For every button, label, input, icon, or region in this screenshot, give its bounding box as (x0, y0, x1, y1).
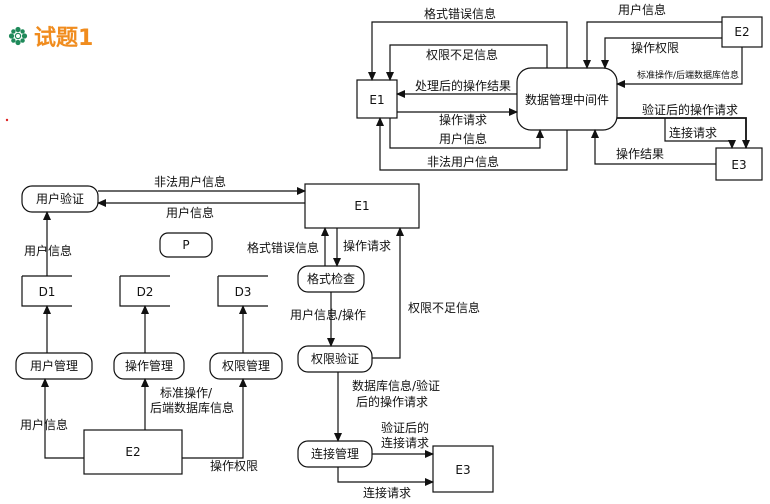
title-row: 试题1 (8, 20, 93, 52)
flow-user-info-mid-label: 用户信息 (439, 131, 487, 146)
flow-d1-user-verify-label: 用户信息 (24, 243, 72, 258)
d1-label: D1 (39, 285, 56, 299)
flow-op-result-label: 操作结果 (616, 146, 664, 161)
flow-user-info-mid (389, 118, 544, 149)
op-mgmt-label: 操作管理 (125, 358, 173, 373)
flow-bottom-illegal-user-label: 非法用户信息 (154, 174, 226, 189)
flow-verified-request-label: 验证后的操作请求 (642, 102, 738, 117)
flow-format-check-e1-label: 格式错误信息 (247, 240, 319, 255)
p-label: P (182, 238, 189, 252)
flow-perm-denied-label: 权限不足信息 (408, 300, 480, 315)
flow-connect-request-label: 连接请求 (669, 125, 717, 140)
flow-perm-conn-label-2: 后的操作请求 (356, 394, 428, 409)
bottom-e3-box (432, 445, 494, 493)
top-e2-box (721, 16, 763, 48)
flow-op-permission (601, 37, 722, 69)
d2-label: D2 (137, 285, 154, 299)
op-mgmt-box (113, 352, 185, 380)
flow-user-info-top-label: 用户信息 (618, 2, 666, 17)
flow-illegal-user (376, 117, 568, 171)
flow-format-perm-label: 用户信息/操作 (290, 307, 366, 322)
bottom-e1-box (304, 183, 420, 229)
flow-conn-e3-label-1: 验证后的 (381, 420, 429, 435)
flow-op-result (591, 129, 716, 165)
flow-e2-perm-mgmt (182, 378, 247, 459)
d3-store (217, 275, 268, 307)
user-mgmt-box (15, 352, 93, 380)
flow-e2-user-mgmt (41, 378, 84, 459)
bottom-e1-label: E1 (354, 199, 369, 213)
flow-connect-request (664, 118, 736, 149)
top-e3-label: E3 (731, 158, 746, 172)
bottom-e2-label: E2 (125, 445, 140, 459)
bottom-e3-label: E3 (455, 463, 470, 477)
flow-permission-denied (386, 44, 548, 81)
top-e2-label: E2 (734, 25, 749, 39)
perm-verify-label: 权限验证 (311, 351, 359, 366)
flow-bottom-user-info-label: 用户信息 (166, 205, 214, 220)
p-box (159, 232, 213, 258)
user-verify-label: 用户验证 (36, 191, 84, 206)
flow-conn-e3-bottom-label: 连接请求 (363, 485, 411, 500)
flow-perm-conn-label-1: 数据库信息/验证 (352, 378, 440, 393)
flow-permission-denied-label: 权限不足信息 (426, 47, 498, 62)
flow-perm-denied (372, 227, 404, 359)
flow-format-error (368, 21, 568, 81)
user-mgmt-label: 用户管理 (30, 358, 78, 373)
d3-label: D3 (235, 285, 252, 299)
perm-mgmt-label: 权限管理 (222, 358, 270, 373)
bottom-e2-box (83, 429, 183, 475)
flow-processed-result-label: 处理后的操作结果 (415, 78, 511, 93)
top-e3-box (715, 147, 763, 181)
flow-e2-perm-mgmt-label: 操作权限 (210, 458, 258, 473)
format-check-label: 格式检查 (307, 271, 355, 286)
middleware-label: 数据管理中间件 (525, 92, 609, 107)
conn-mgmt-label: 连接管理 (311, 446, 359, 461)
flower-icon (8, 26, 28, 46)
flow-conn-e3-bottom (337, 467, 434, 486)
flow-e2-op-mgmt-label-2: 后端数据库信息 (150, 400, 234, 415)
top-e1-box (356, 79, 398, 119)
flow-format-error-label: 格式错误信息 (424, 6, 496, 21)
d2-store (119, 275, 170, 307)
flow-e2-op-mgmt-label-1: 标准操作/ (160, 385, 213, 400)
perm-verify-box (297, 345, 373, 373)
marker-dot (5, 118, 9, 122)
flow-illegal-user-label: 非法用户信息 (427, 154, 499, 169)
flow-conn-e3-label-2: 连接请求 (381, 435, 429, 450)
flow-verified-request (617, 117, 750, 149)
flow-e1-format-check-label: 操作请求 (343, 238, 391, 253)
flow-standard-ops-label: 标准操作/后端数据库信息 (637, 69, 739, 81)
page-title: 试题1 (34, 26, 94, 51)
flow-standard-ops (616, 47, 743, 88)
flow-e2-user-mgmt-label: 用户信息 (20, 417, 68, 432)
flow-user-info-top (583, 21, 722, 69)
flow-op-request-label: 操作请求 (439, 112, 487, 127)
top-e1-label: E1 (369, 93, 384, 107)
flow-op-permission-label: 操作权限 (631, 40, 679, 55)
